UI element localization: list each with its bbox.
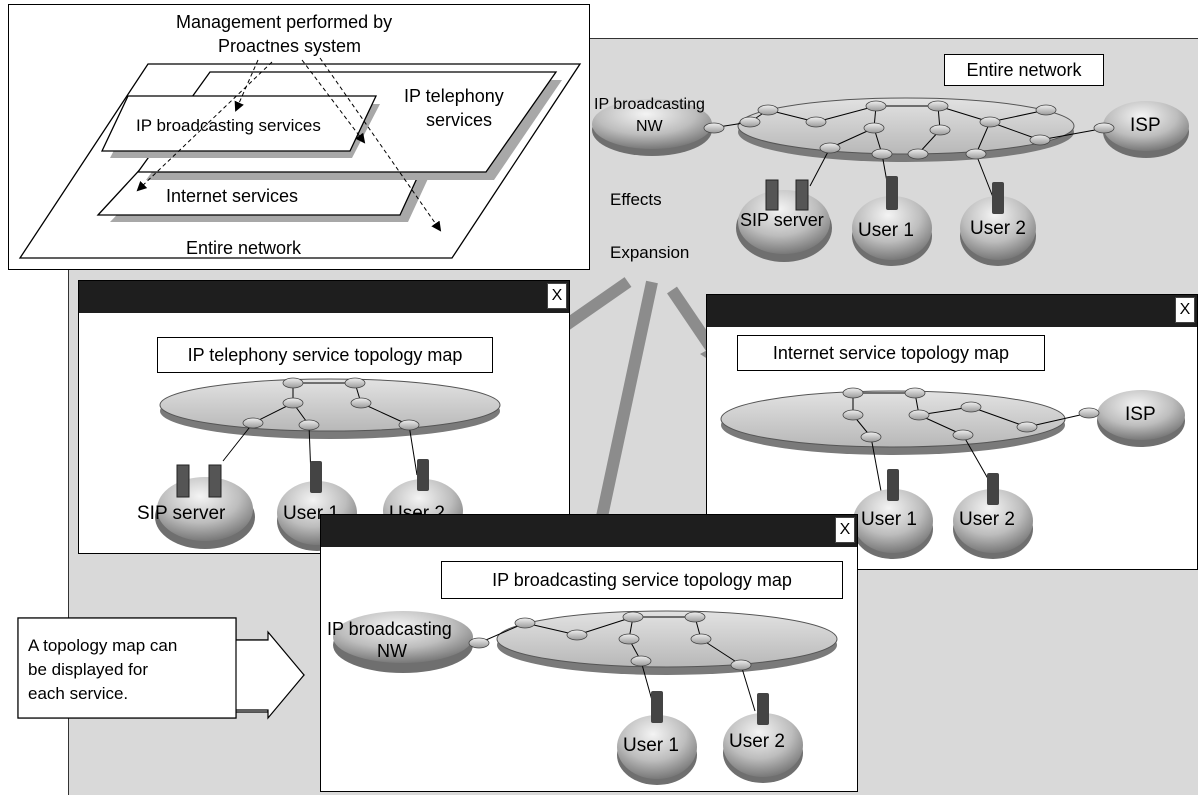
ip-broadcasting-map-title: IP broadcasting service topology map <box>441 561 843 599</box>
window-titlebar[interactable] <box>707 295 1197 327</box>
layer-internet-label: Internet services <box>166 186 299 206</box>
expansion-label: Expansion <box>610 243 690 262</box>
ip-broadcasting-nw-label-line1: IP broadcasting <box>327 619 452 639</box>
ip-broadcasting-map-window: X IP broadcasting service topology map <box>320 514 858 792</box>
layer-entire-network-label: Entire network <box>186 238 302 258</box>
user2-label: User 2 <box>729 731 785 752</box>
entire-network-topology <box>592 97 1189 266</box>
ip-broadcasting-nw-label-line2: NW <box>377 641 407 661</box>
ip-telephony-topology <box>155 377 501 551</box>
window-titlebar[interactable] <box>321 515 857 547</box>
sip-server-label: SIP server <box>137 503 226 524</box>
isp-label: ISP <box>1130 115 1161 136</box>
user2-label: User 2 <box>970 218 1026 239</box>
internet-map-title: Internet service topology map <box>737 335 1045 371</box>
callout-line3: each service. <box>28 684 129 703</box>
effects-label: Effects <box>610 190 662 209</box>
user1-label: User 1 <box>623 735 679 756</box>
close-button[interactable]: X <box>1175 297 1195 323</box>
user2-label: User 2 <box>959 509 1015 530</box>
user1-label: User 1 <box>861 509 917 530</box>
ip-broadcasting-nw-label-line1: IP broadcasting <box>594 96 705 113</box>
user1-label: User 1 <box>858 220 914 241</box>
close-button[interactable]: X <box>547 283 567 309</box>
layer-ip-telephony-label-line2: services <box>426 110 493 130</box>
close-button[interactable]: X <box>835 517 855 543</box>
management-caption-line1: Management performed by <box>176 12 393 32</box>
ip-broadcasting-topology <box>333 610 838 785</box>
isp-label: ISP <box>1125 404 1156 425</box>
layer-ip-broadcasting-label: IP broadcasting services <box>136 116 321 135</box>
management-caption-line2: Proactnes system <box>218 36 362 56</box>
management-arrows <box>136 57 442 232</box>
layer-stack <box>18 57 582 259</box>
ip-telephony-map-window: X IP telephony service topology map <box>78 280 570 554</box>
ip-broadcasting-nw-label-line2: NW <box>636 118 663 135</box>
entire-network-title: Entire network <box>944 54 1104 86</box>
ip-telephony-map-title: IP telephony service topology map <box>157 337 493 373</box>
ip-broadcasting-plane <box>100 95 378 152</box>
internet-topology <box>720 387 1185 559</box>
callout-line2: be displayed for <box>28 660 149 679</box>
callout-line1: A topology map can <box>28 636 178 655</box>
sip-server-label: SIP server <box>740 210 824 230</box>
layer-ip-telephony-label-line1: IP telephony <box>404 86 504 106</box>
window-titlebar[interactable] <box>79 281 569 313</box>
